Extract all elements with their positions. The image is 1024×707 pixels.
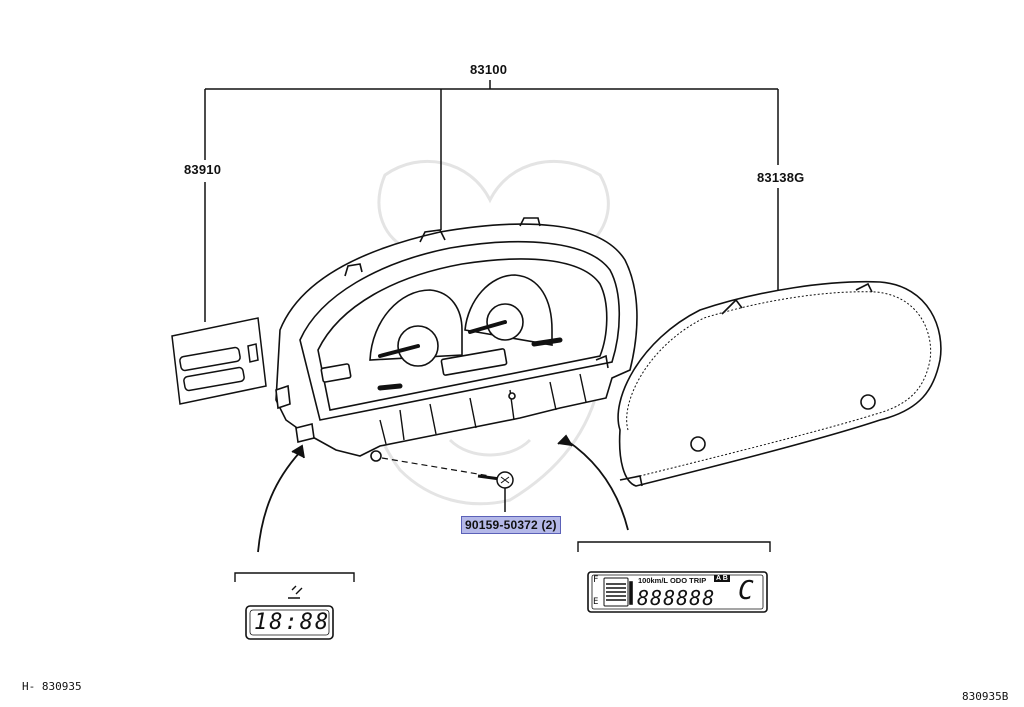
odometer-digits: 888888 (637, 586, 716, 610)
footer-left-code: H- 830935 (22, 680, 82, 693)
odometer-trip-tag: A B (714, 575, 730, 582)
clock-inset-bracket (234, 572, 355, 582)
clock-display (245, 605, 334, 640)
odometer-display (587, 571, 768, 613)
odometer-units-label: 100km/L ODO TRIP (638, 576, 707, 585)
assembly-bracket (204, 80, 779, 322)
footer-right-code: 830935B (962, 690, 1009, 703)
part-83138G-lens (617, 280, 942, 487)
brightness-icon (288, 585, 303, 599)
callout-screw-90159-50372[interactable]: 90159-50372 (2) (461, 516, 561, 534)
callout-83910[interactable]: 83910 (184, 162, 222, 177)
odometer-side-e: E (593, 597, 599, 607)
part-83910-panel (171, 317, 267, 405)
screw-path (381, 457, 491, 477)
odometer-inset-bracket (577, 541, 771, 552)
clock-display-digits: 18:88 (254, 610, 331, 635)
odometer-gear-letter: C (738, 576, 754, 606)
callout-83138G[interactable]: 83138G (757, 170, 805, 185)
right-pointer-arrow (557, 434, 629, 531)
screw-icon (477, 471, 514, 512)
left-pointer-arrow (257, 444, 305, 553)
callout-83100[interactable]: 83100 (470, 62, 508, 77)
instrument-cluster (275, 217, 638, 462)
odometer-side-f: F (593, 575, 599, 585)
